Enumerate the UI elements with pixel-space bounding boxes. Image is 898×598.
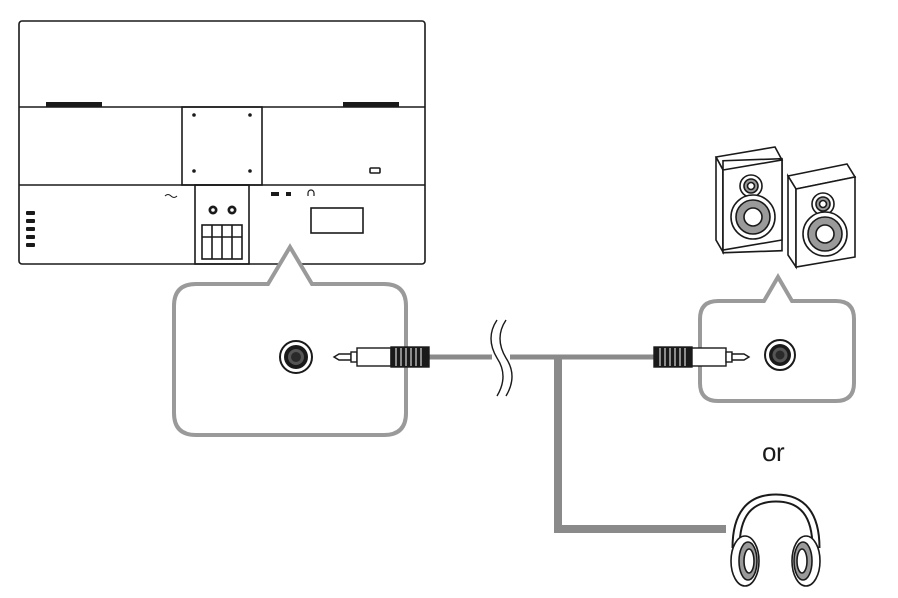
speaker-port-callout bbox=[698, 273, 856, 403]
audio-jack-icon bbox=[279, 340, 313, 374]
or-label: or bbox=[762, 437, 785, 467]
monitor-rear-icon bbox=[18, 20, 426, 265]
cable-break-icon bbox=[490, 319, 513, 397]
speakers-icon bbox=[714, 146, 857, 270]
audio-jack-icon bbox=[764, 339, 796, 371]
headphones-icon bbox=[730, 493, 821, 587]
audio-plug-icon bbox=[653, 346, 751, 368]
audio-plug-icon bbox=[332, 346, 430, 368]
audio-cable bbox=[426, 354, 726, 533]
monitor-port-callout bbox=[172, 243, 408, 437]
